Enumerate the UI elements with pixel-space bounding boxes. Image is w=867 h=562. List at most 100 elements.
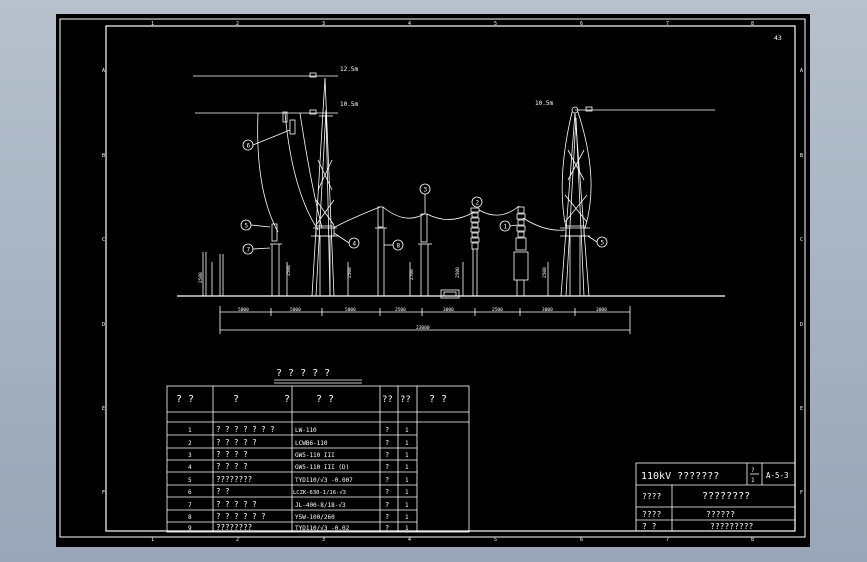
row-mark: F xyxy=(800,490,803,496)
row-unit: ? xyxy=(385,426,389,434)
row-unit: ? xyxy=(385,476,389,484)
control-box-inner xyxy=(443,291,457,297)
row-no: 9 xyxy=(188,525,192,532)
row-unit: ? xyxy=(385,463,389,471)
left-gantry-tower xyxy=(311,77,339,297)
control-box xyxy=(440,289,460,299)
callout-number: 5 xyxy=(601,240,605,247)
title-block-label: ???? xyxy=(642,510,661,519)
drawing-number: A-5-3 xyxy=(766,471,789,480)
height-label-top: 12.5m xyxy=(340,66,358,73)
span-dim: 2500 xyxy=(395,307,406,313)
col-mark: 2 xyxy=(236,537,239,543)
row-name: ? ? ? ? xyxy=(216,450,248,459)
callout-number: 3 xyxy=(424,187,428,194)
row-mark: B xyxy=(800,153,803,159)
column-marks-top: 1 2 3 4 5 6 7 8 xyxy=(151,21,754,27)
row-name: ???????? xyxy=(216,523,252,532)
row-name: ? ? ? ? ? xyxy=(216,438,257,447)
vertical-dim: 2500 xyxy=(542,267,548,278)
bus-wire xyxy=(522,217,566,231)
equipment-table xyxy=(166,385,470,533)
row-qty: 1 xyxy=(405,464,409,471)
row-no: 4 xyxy=(188,464,192,471)
row-qty: 1 xyxy=(405,440,409,447)
col-mark: 6 xyxy=(580,537,583,543)
row-no: 5 xyxy=(188,477,192,484)
col-mark: 8 xyxy=(751,21,754,27)
row-name: ? ? ? ? ? ? ? xyxy=(216,425,275,434)
wire-clamp xyxy=(309,72,317,78)
row-unit: ? xyxy=(385,439,389,447)
span-dim: 3000 xyxy=(542,307,553,313)
equipment-voltage-transformer xyxy=(270,223,282,296)
row-mark: A xyxy=(800,68,803,74)
col-mark: 1 xyxy=(151,21,154,27)
inner-border xyxy=(105,25,796,532)
row-model: Y5W-100/260 xyxy=(295,514,335,521)
row-mark: E xyxy=(800,406,803,412)
vertical-dim: 2500 xyxy=(198,272,204,283)
callout-number: 7 xyxy=(247,247,251,254)
bus-wire xyxy=(426,211,475,220)
title-block xyxy=(635,462,796,532)
equipment-current-transformer xyxy=(470,207,480,296)
drop-wire xyxy=(577,111,592,229)
header-cell: ?? xyxy=(382,395,393,405)
row-mark: C xyxy=(800,237,803,243)
row-qty: 1 xyxy=(405,489,409,496)
table-row: 9 ???????? TYD110/√3 -0.02 ? 1 xyxy=(188,523,409,532)
row-no: 3 xyxy=(188,452,192,459)
row-unit: ? xyxy=(385,513,389,521)
outer-border xyxy=(59,18,806,538)
col-mark: 8 xyxy=(751,537,754,543)
drawing-title: 110kV ??????? xyxy=(641,471,719,482)
col-mark: 4 xyxy=(408,537,411,543)
table-row: 6 ? ? LCZK-630-1/16-√3 ? 1 xyxy=(188,487,409,496)
vertical-dim: 2500 xyxy=(286,265,292,276)
row-mark: E xyxy=(102,406,105,412)
page-number: 43 xyxy=(774,34,782,42)
row-mark: C xyxy=(102,237,105,243)
wire-clamp xyxy=(309,109,317,115)
table-row: 7 ? ? ? ? ? JL-400-8/18-√3 ? 1 xyxy=(188,500,409,509)
elevation-labels: 12.5m 10.5m 10.5m 6 5 7 4 8 3 2 1 5 2500… xyxy=(198,66,607,331)
bus-wire xyxy=(478,205,520,216)
col-mark: 6 xyxy=(580,21,583,27)
callout-number: 8 xyxy=(397,243,401,250)
row-model: JL-400-8/18-√3 xyxy=(295,502,346,509)
row-marks-right: A B C D E F xyxy=(800,68,803,496)
row-name: ? ? ? ? ? xyxy=(216,500,257,509)
header-cell: ? ? xyxy=(176,394,194,405)
wire-clamp xyxy=(585,106,593,112)
header-cell: ? xyxy=(284,394,290,405)
col-mark: 4 xyxy=(408,21,411,27)
table-row: 8 ? ? ? ? ? ? Y5W-100/260 ? 1 xyxy=(188,512,409,521)
callout-circle xyxy=(471,196,483,208)
equipment-table-header: ? ? ? ? ? ? ?? ?? ? ? xyxy=(176,394,447,405)
span-dim: 5000 xyxy=(290,307,301,313)
drawing-sheet xyxy=(56,14,810,547)
span-dim: 5000 xyxy=(345,307,356,313)
height-label-upper: 10.5m xyxy=(340,101,358,108)
vertical-dim: 2500 xyxy=(455,267,461,278)
callout-number: 1 xyxy=(504,224,508,231)
row-mark: D xyxy=(102,322,105,328)
row-qty: 1 xyxy=(405,477,409,484)
row-no: 6 xyxy=(188,489,192,496)
drop-wire xyxy=(257,112,279,233)
row-qty: 1 xyxy=(405,502,409,509)
row-qty: 1 xyxy=(405,452,409,459)
equipment-disconnector-d xyxy=(418,213,432,296)
drop-wire xyxy=(284,112,319,231)
header-cell: ? xyxy=(233,394,239,405)
equipment-disconnector xyxy=(375,206,387,296)
col-mark: 3 xyxy=(322,537,325,543)
row-mark: D xyxy=(800,322,803,328)
col-mark: 1 xyxy=(151,537,154,543)
header-cell: ? ? xyxy=(429,394,447,405)
vertical-dim: 2700 xyxy=(409,269,415,280)
title-block-value: ????????? xyxy=(710,522,754,531)
row-no: 7 xyxy=(188,502,192,509)
